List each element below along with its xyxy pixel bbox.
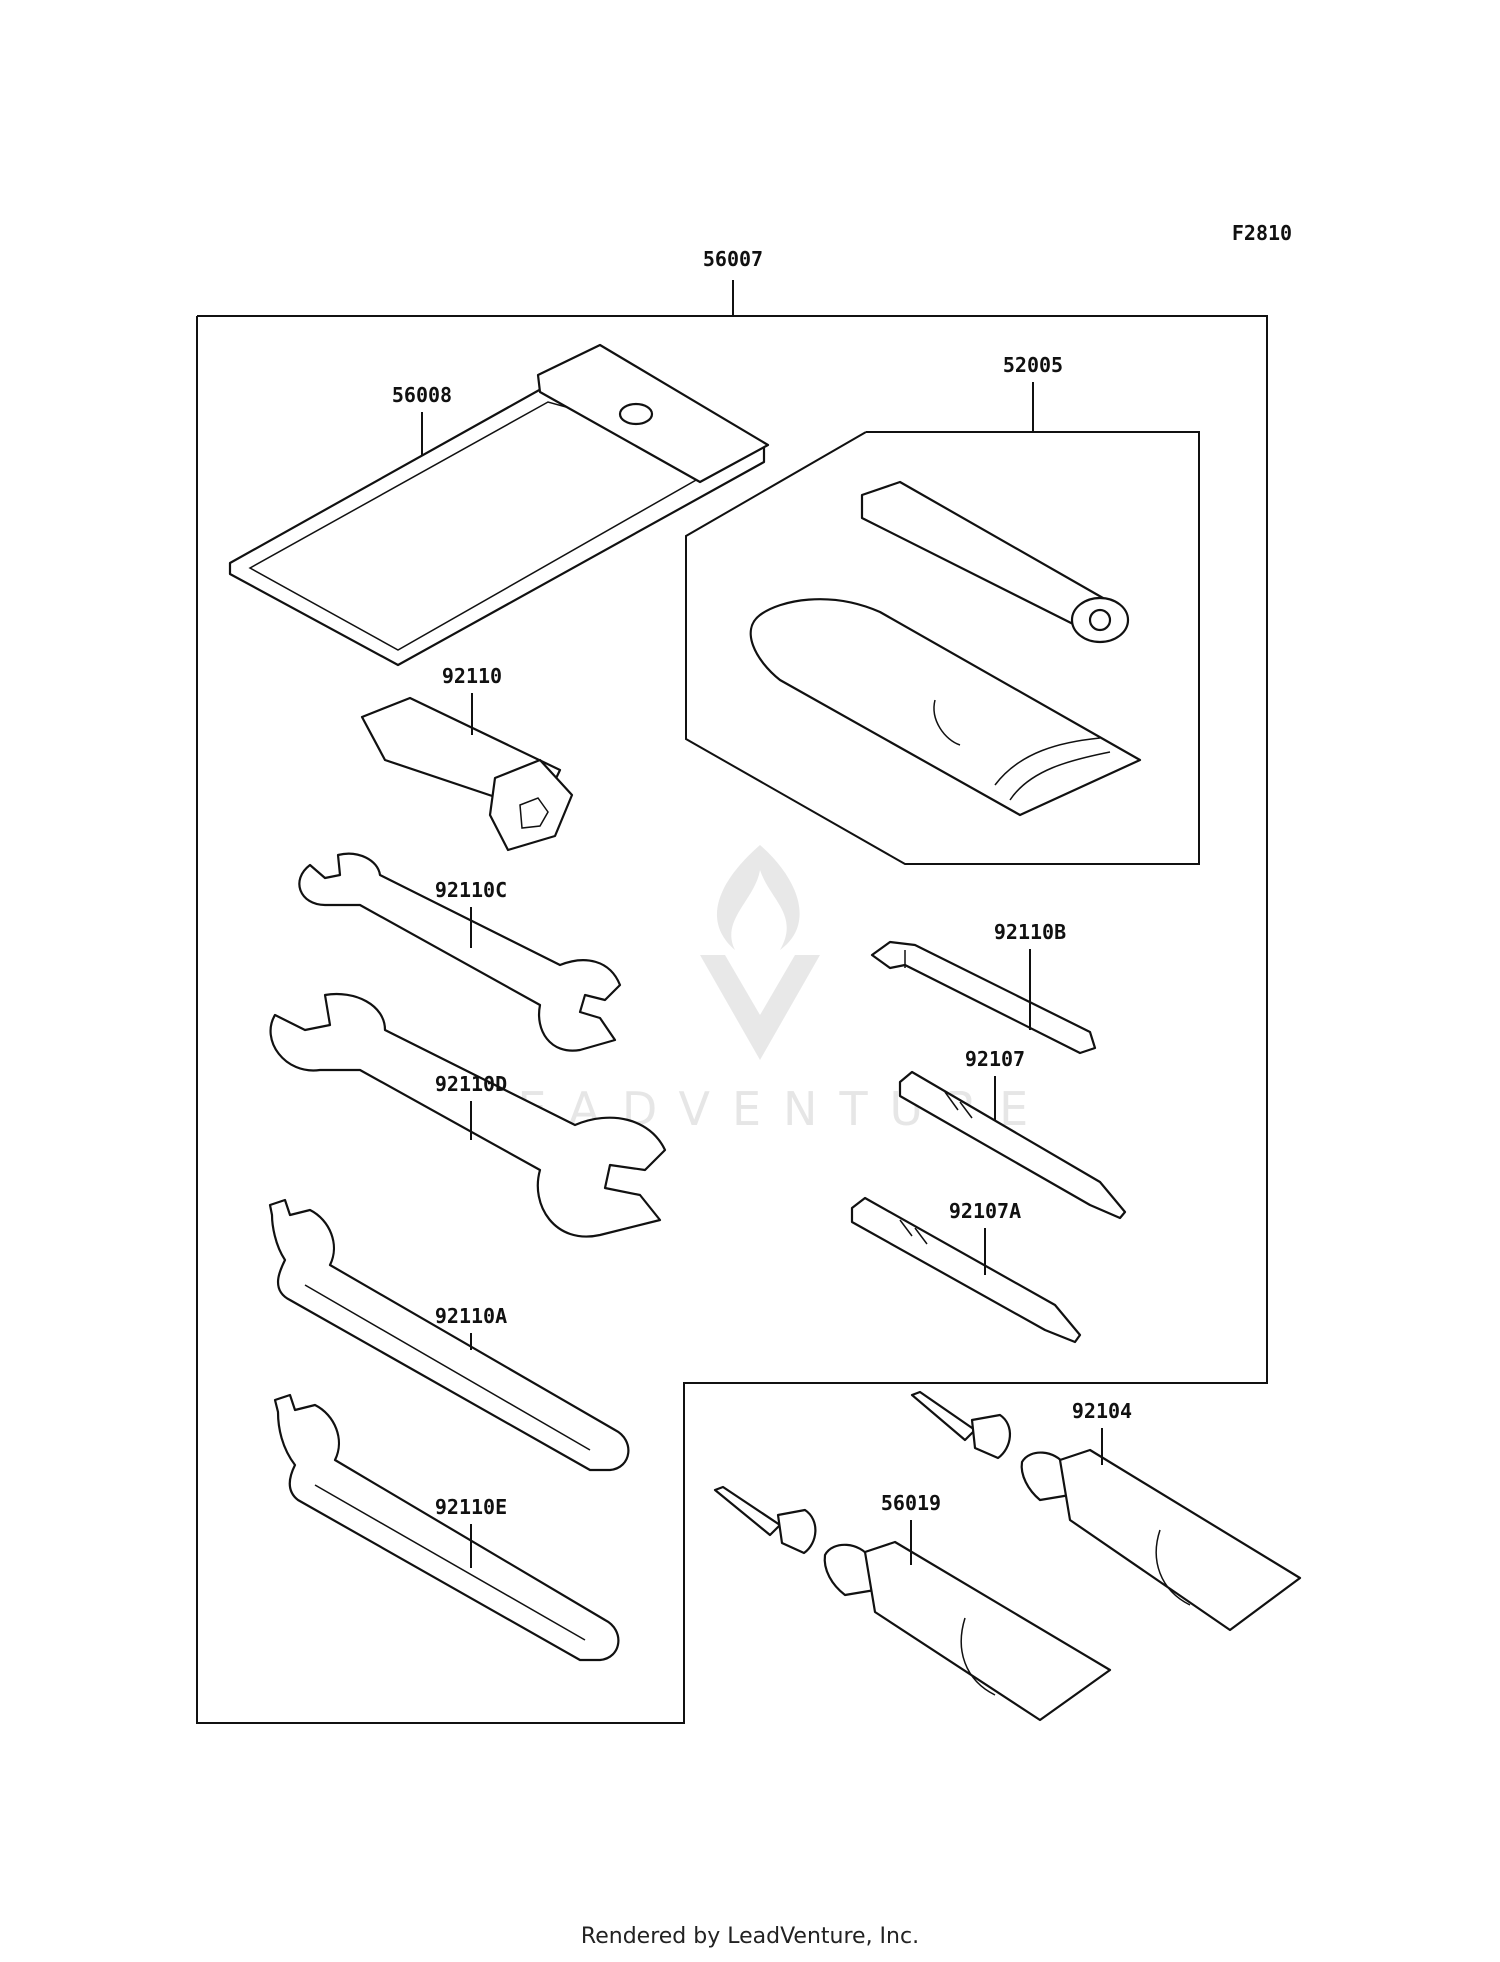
label-screwdriver-a[interactable]: 92107A <box>949 1199 1021 1223</box>
hook-wrench-e-drawing <box>273 1393 620 1662</box>
label-hook-wrench-a[interactable]: 92110A <box>435 1304 507 1328</box>
label-screwdriver[interactable]: 92107 <box>965 1047 1025 1071</box>
label-hex-key[interactable]: 92110B <box>994 920 1066 944</box>
label-plug-wrench[interactable]: 92110 <box>442 664 502 688</box>
plug-wrench-drawing <box>360 696 574 852</box>
kit-outline <box>196 315 1268 1724</box>
footer-credit: Rendered by LeadVenture, Inc. <box>581 1924 919 1949</box>
label-kit[interactable]: 56007 <box>703 247 763 271</box>
label-tube-56019[interactable]: 56019 <box>881 1491 941 1515</box>
screwdriver-a-drawing <box>850 1196 1082 1344</box>
label-tool-bag[interactable]: 56008 <box>392 383 452 407</box>
tool-bag-drawing <box>228 343 770 667</box>
label-wrench-d[interactable]: 92110D <box>435 1072 507 1096</box>
label-tube-92104[interactable]: 92104 <box>1072 1399 1132 1423</box>
flame-icon <box>716 845 800 950</box>
pump-kit-outline <box>685 431 1200 865</box>
pump-drawing <box>749 480 1142 817</box>
label-wrench-c[interactable]: 92110C <box>435 878 507 902</box>
v-logo-icon <box>700 955 820 1060</box>
tube-56019-drawing <box>713 1485 1112 1722</box>
label-pump-kit[interactable]: 52005 <box>1003 353 1063 377</box>
hook-wrench-a-drawing <box>268 1198 630 1472</box>
figure-code: F2810 <box>1232 221 1292 245</box>
hex-key-drawing <box>870 940 1097 1055</box>
screwdriver-drawing <box>898 1070 1127 1220</box>
wrench-c-drawing <box>298 852 622 1052</box>
label-hook-wrench-e[interactable]: 92110E <box>435 1495 507 1519</box>
tube-92104-drawing <box>910 1390 1302 1632</box>
wrench-d-drawing <box>269 992 667 1238</box>
